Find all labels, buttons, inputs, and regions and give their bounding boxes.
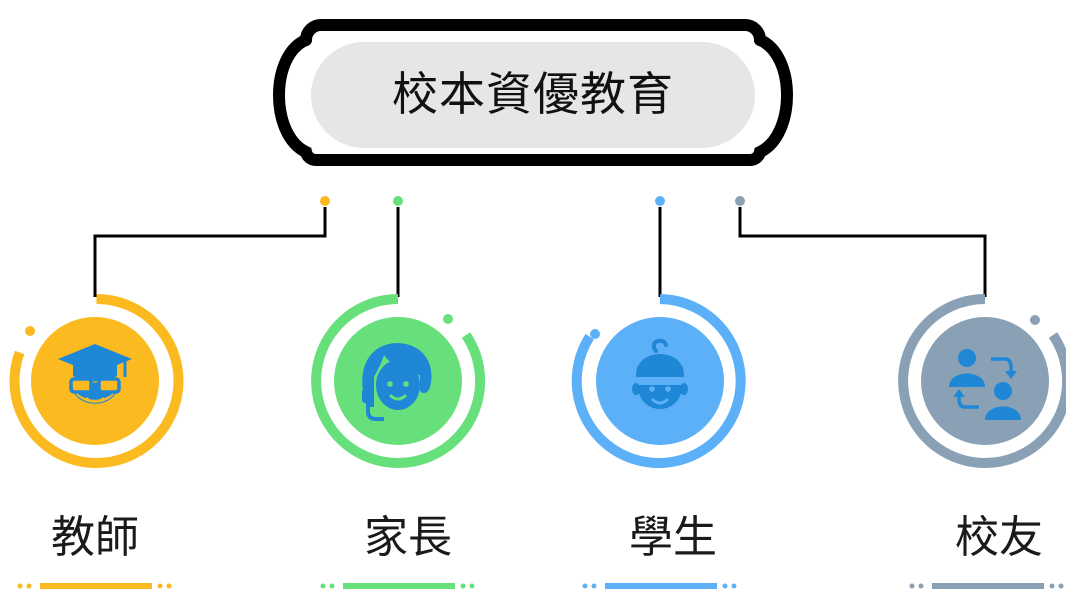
node-student-ring [571, 294, 746, 468]
connector-dot-teacher [320, 196, 330, 206]
title-pill-right-dot [781, 83, 791, 93]
connectors [93, 196, 987, 297]
connector-line-teacher [93, 207, 327, 297]
node-alumni-ring-dot [1030, 315, 1040, 325]
underline-alumni [909, 583, 1064, 589]
node-student [571, 294, 746, 468]
connector-dot-alumni [735, 196, 745, 206]
underline-parent [320, 583, 475, 589]
node-parent-ring-dot [443, 314, 453, 324]
node-label-alumni: 校友 [955, 512, 1043, 563]
title-pill-fill [311, 42, 755, 148]
node-label-parent: 家長 [364, 512, 452, 563]
node-parent [311, 294, 486, 468]
underline-teacher [17, 583, 172, 589]
title-pill-top-arc [300, 19, 766, 46]
node-label-teacher: 教師 [51, 512, 139, 563]
node-alumni-ring [898, 294, 1066, 468]
node-teacher-ring-dot [25, 326, 35, 336]
node-student-ring-dot [590, 329, 600, 339]
underline-student [582, 583, 737, 589]
alumni-exchange-icon [949, 349, 1021, 420]
title-pill-outline [273, 34, 793, 166]
node-teacher-ring [9, 294, 184, 468]
title-pill [273, 19, 793, 166]
parent-woman-icon [362, 343, 432, 421]
node-alumni-disc [921, 317, 1049, 445]
node-parent-ring [311, 294, 486, 468]
node-teacher [9, 294, 184, 468]
node-label-student: 學生 [629, 512, 717, 563]
node-alumni [898, 294, 1066, 468]
title-pill-left-dot [273, 83, 283, 93]
connector-dot-parent [393, 196, 403, 206]
connector-dot-student [655, 196, 665, 206]
student-boy-icon [632, 338, 688, 409]
diagram-title: 校本資優教育 [392, 67, 674, 121]
connector-line-alumni [738, 207, 987, 297]
teacher-graduate-icon [58, 344, 132, 404]
